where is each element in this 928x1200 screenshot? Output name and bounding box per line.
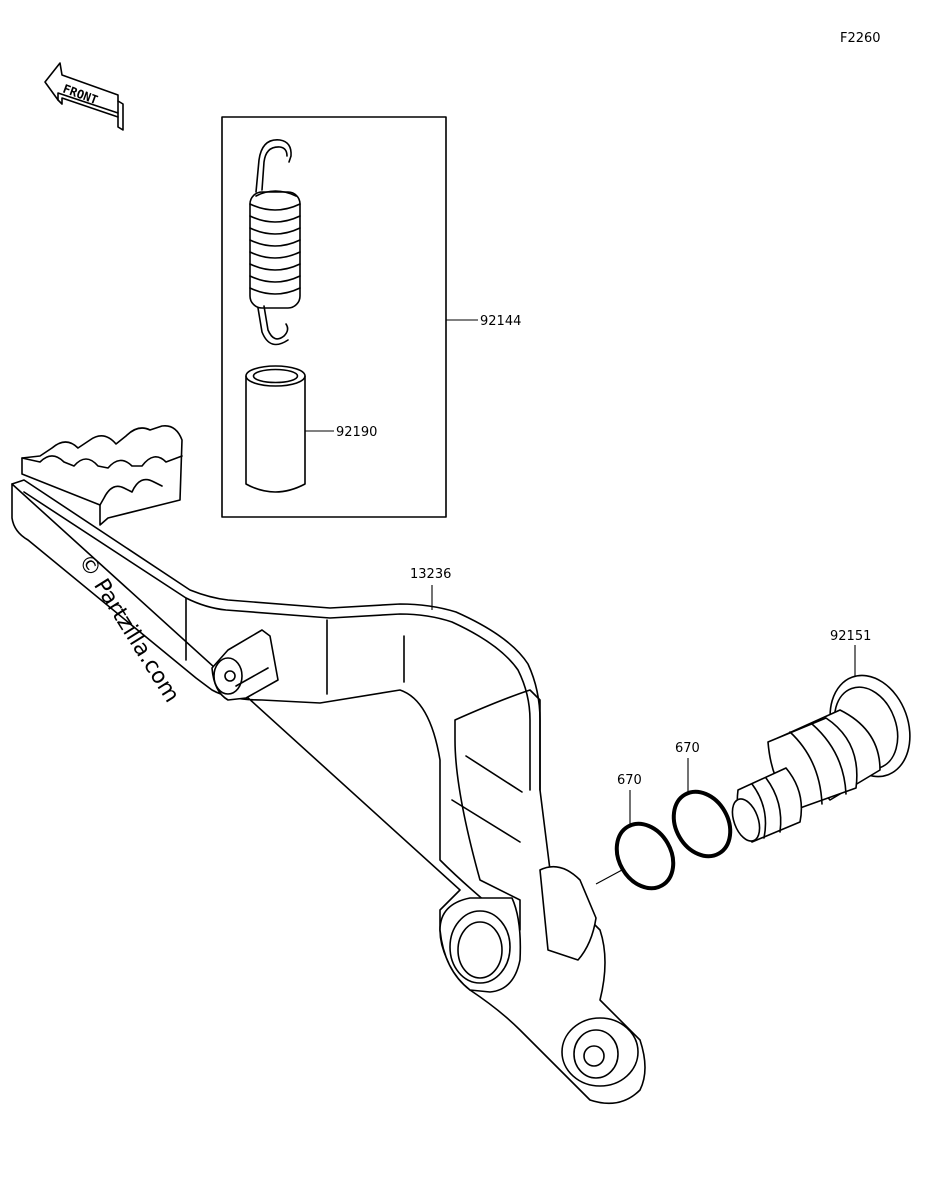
callout-spring: 92144 [480,314,521,329]
callout-pedal: 13236 [410,567,451,582]
front-arrow-icon: FRONT [44,62,124,131]
collar-part [245,365,306,493]
figure-code: F2260 [840,31,881,46]
callout-collar: 92190 [336,425,377,440]
kit-box [221,116,447,518]
callout-oring-left: 670 [617,773,642,788]
oring-right-part [671,789,733,859]
callout-shaft: 92151 [830,629,871,644]
oring-left-part [614,821,676,891]
callout-oring-right: 670 [675,741,700,756]
pivot-shaft-part [731,674,911,843]
brake-pedal-part [11,424,646,1105]
spring-part [249,139,301,346]
leader-oring-assembly [595,869,623,885]
